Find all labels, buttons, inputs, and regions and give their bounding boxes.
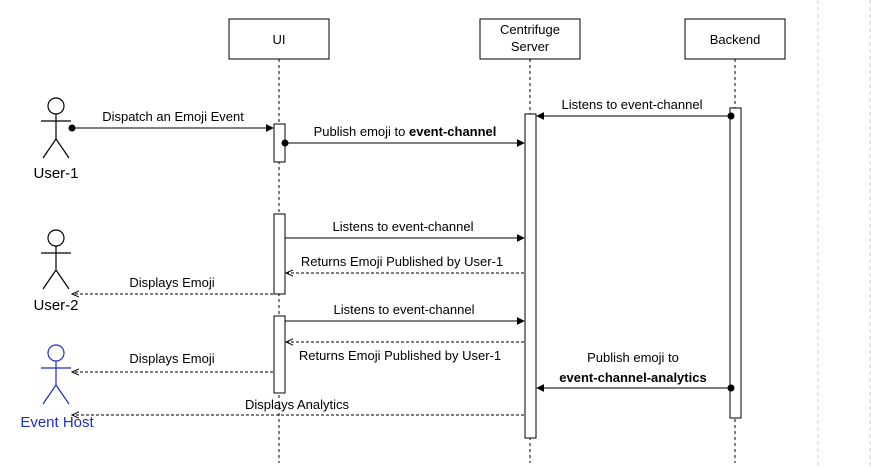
- message-returns-2-label: Returns Emoji Published by User-1: [299, 348, 501, 363]
- lifeline-ui-label: UI: [273, 32, 286, 47]
- message-displays-analytics-label: Displays Analytics: [245, 397, 350, 412]
- message-ui-listens-1-label: Listens to event-channel: [333, 219, 474, 234]
- message-dispatch: Dispatch an Emoji Event: [68, 109, 274, 132]
- activation-ui-3: [273, 315, 286, 394]
- actor-user-2[interactable]: [41, 229, 71, 290]
- lifeline-ui[interactable]: UI: [228, 18, 330, 463]
- actor-user-1[interactable]: [41, 97, 71, 159]
- message-backend-publish: Publish emoji to event-channel-analytics: [536, 350, 735, 392]
- activation-backend: [729, 107, 742, 419]
- message-publish-label: Publish emoji to event-channel: [314, 124, 497, 139]
- message-displays-2-label: Displays Emoji: [129, 351, 214, 366]
- message-dispatch-label: Dispatch an Emoji Event: [102, 109, 244, 124]
- activation-ui-2: [273, 213, 286, 295]
- message-displays-1: Displays Emoji: [72, 275, 273, 294]
- message-returns-1-label: Returns Emoji Published by User-1: [301, 254, 503, 269]
- actor-user-1-label: User-1: [33, 165, 78, 182]
- lifeline-centrifuge-server[interactable]: Centrifuge Server: [479, 18, 581, 463]
- message-ui-listens-2: Listens to event-channel: [285, 302, 525, 325]
- message-displays-1-label: Displays Emoji: [129, 275, 214, 290]
- actor-event-host[interactable]: [41, 344, 71, 405]
- message-backend-publish-label-line2: event-channel-analytics: [559, 370, 706, 385]
- message-backend-listens: Listens to event-channel: [536, 97, 735, 120]
- message-displays-2: Displays Emoji: [72, 351, 273, 372]
- message-returns-1: Returns Emoji Published by User-1: [286, 254, 524, 273]
- actor-user-2-label: User-2: [33, 297, 78, 314]
- actor-event-host-label: Event Host: [20, 414, 94, 431]
- message-returns-2: Returns Emoji Published by User-1: [286, 342, 524, 363]
- lifeline-server-label-line1: Centrifuge: [500, 22, 560, 37]
- message-publish: Publish emoji to event-channel: [281, 124, 525, 147]
- activation-server: [524, 113, 537, 439]
- lifeline-server-label-line2: Server: [511, 39, 550, 54]
- message-ui-listens-2-label: Listens to event-channel: [334, 302, 475, 317]
- message-ui-listens-1: Listens to event-channel: [285, 219, 525, 242]
- message-backend-listens-label: Listens to event-channel: [562, 97, 703, 112]
- message-displays-analytics: Displays Analytics: [72, 397, 524, 415]
- message-backend-publish-label-line1: Publish emoji to: [587, 350, 679, 365]
- message-publish-channel: event-channel: [409, 124, 496, 139]
- lifeline-backend-label: Backend: [710, 32, 761, 47]
